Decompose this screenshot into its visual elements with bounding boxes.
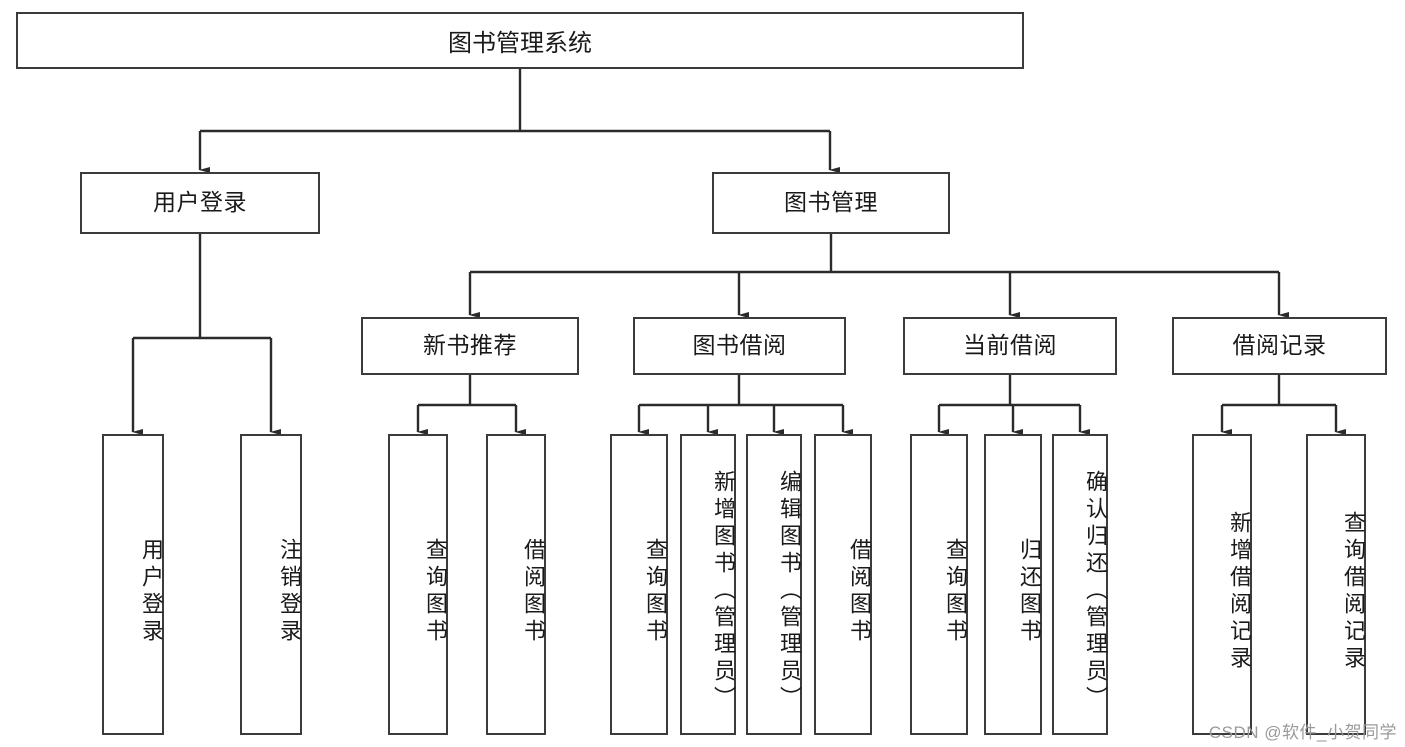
node-root[interactable]: 图书管理系统 xyxy=(16,12,1024,69)
watermark: CSDN @软件_小贺同学 xyxy=(1208,723,1397,742)
node-leaf-query-books-rec[interactable]: 查询图书 xyxy=(388,434,448,735)
node-borrow-record-label: 借阅记录 xyxy=(1232,332,1327,359)
node-leaf-user-logout-label: 注销登录 xyxy=(277,537,302,646)
node-leaf-query-books-rec-label: 查询图书 xyxy=(423,537,448,646)
node-leaf-borrow-book[interactable]: 借阅图书 xyxy=(814,434,872,735)
node-current-borrow[interactable]: 当前借阅 xyxy=(903,317,1117,375)
node-leaf-borrow-book-label: 借阅图书 xyxy=(847,537,872,646)
node-borrow-record[interactable]: 借阅记录 xyxy=(1172,317,1387,375)
node-leaf-add-borrow-record[interactable]: 新增借阅记录 xyxy=(1192,434,1252,735)
node-leaf-user-logout[interactable]: 注销登录 xyxy=(240,434,302,735)
node-book-management[interactable]: 图书管理 xyxy=(712,172,950,234)
node-book-management-label: 图书管理 xyxy=(784,189,878,216)
node-leaf-add-book-admin[interactable]: 新增图书（管理员） xyxy=(680,434,736,735)
node-leaf-query-books-borrow[interactable]: 查询图书 xyxy=(610,434,668,735)
node-new-book-recommend[interactable]: 新书推荐 xyxy=(361,317,579,375)
node-root-label: 图书管理系统 xyxy=(448,30,592,57)
node-leaf-return-book[interactable]: 归还图书 xyxy=(984,434,1042,735)
node-leaf-user-login-label: 用户登录 xyxy=(139,537,164,646)
node-user-login[interactable]: 用户登录 xyxy=(80,172,320,234)
node-leaf-user-login[interactable]: 用户登录 xyxy=(102,434,164,735)
node-current-borrow-label: 当前借阅 xyxy=(963,332,1057,359)
node-book-borrow-label: 图书借阅 xyxy=(692,332,787,359)
node-leaf-query-books-borrow-label: 查询图书 xyxy=(643,537,668,646)
node-leaf-return-book-label: 归还图书 xyxy=(1017,537,1042,646)
node-leaf-query-borrow-record[interactable]: 查询借阅记录 xyxy=(1306,434,1366,735)
node-leaf-query-books-cur-label: 查询图书 xyxy=(943,537,968,646)
node-leaf-query-books-cur[interactable]: 查询图书 xyxy=(910,434,968,735)
node-leaf-add-borrow-record-label: 新增借阅记录 xyxy=(1227,510,1252,673)
node-leaf-confirm-return-admin[interactable]: 确认归还（管理员） xyxy=(1052,434,1108,735)
node-user-login-label: 用户登录 xyxy=(153,189,247,216)
node-new-book-recommend-label: 新书推荐 xyxy=(423,332,517,359)
node-book-borrow[interactable]: 图书借阅 xyxy=(633,317,846,375)
node-leaf-add-book-admin-label: 新增图书（管理员） xyxy=(711,470,736,713)
node-leaf-borrow-books-rec[interactable]: 借阅图书 xyxy=(486,434,546,735)
node-leaf-borrow-books-rec-label: 借阅图书 xyxy=(521,537,546,646)
node-leaf-edit-book-admin-label: 编辑图书（管理员） xyxy=(777,470,802,713)
node-leaf-confirm-return-admin-label: 确认归还（管理员） xyxy=(1083,470,1108,713)
node-leaf-edit-book-admin[interactable]: 编辑图书（管理员） xyxy=(746,434,802,735)
node-leaf-query-borrow-record-label: 查询借阅记录 xyxy=(1341,510,1366,673)
